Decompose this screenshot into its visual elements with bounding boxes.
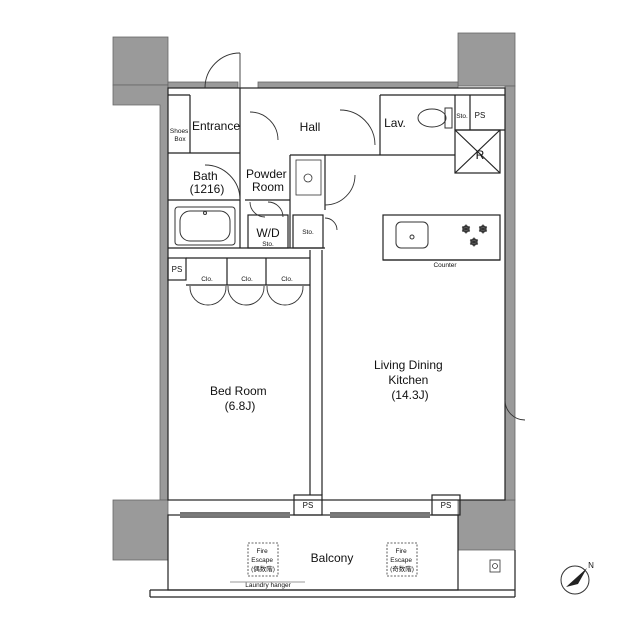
toilet [417, 107, 453, 129]
north-arrow-icon: N [560, 561, 594, 595]
label-entrance: Entrance [192, 119, 240, 133]
fire-escape-left: Fire Escape (偶数階) [247, 542, 279, 577]
label-closet-1: Clo. [201, 276, 213, 283]
label-closet-3: Clo. [281, 276, 293, 283]
label-lav: Lav. [384, 116, 406, 130]
label-hall: Hall [300, 120, 321, 134]
svg-text:Fire Escape (偶数階): Fire Escape (偶数階) [251, 548, 275, 573]
bathtub [174, 206, 236, 246]
room-labels: Entrance Hall Lav. Shoes Box Bath (1216)… [170, 111, 485, 565]
label-sto-top: Sto. [456, 113, 468, 120]
kitchen-sink [395, 221, 429, 249]
label-ps-left: PS [172, 265, 183, 274]
label-ps-bottom-right: PS [441, 501, 452, 510]
label-closet-2: Clo. [241, 276, 253, 283]
stove: ❄ ❄ ❄ [461, 224, 488, 250]
label-refrigerator: R [476, 148, 485, 162]
label-ps-top: PS [475, 111, 486, 120]
label-ps-bottom-mid: PS [303, 501, 314, 510]
label-bedroom: Bed Room (6.8J) [210, 384, 270, 413]
label-sto-hall: Sto. [302, 229, 314, 236]
label-shoes-box: Shoes Box [170, 128, 190, 143]
drain-icon [489, 559, 501, 573]
svg-text:❄: ❄ [478, 224, 487, 236]
svg-text:❄: ❄ [461, 224, 470, 236]
label-counter: Counter [433, 262, 457, 269]
svg-text:❄: ❄ [469, 237, 478, 249]
powder-sink [295, 159, 322, 196]
svg-text:Fire Escape (奇数階): Fire Escape (奇数階) [390, 548, 414, 573]
label-wd-sto: Sto. [262, 241, 274, 248]
structural-walls [112, 32, 516, 561]
fire-escape-right: Fire Escape (奇数階) [386, 542, 418, 577]
label-balcony: Balcony [311, 551, 354, 565]
label-wd: W/D [256, 226, 280, 240]
door-swings [189, 52, 526, 421]
interior-walls [149, 87, 516, 598]
svg-text:N: N [588, 561, 594, 570]
label-powder-room: Powder Room [246, 167, 290, 194]
label-bath: Bath (1216) [190, 169, 225, 196]
label-ldk: Living Dining Kitchen (14.3J) [374, 358, 446, 402]
label-laundry-hanger: Laundry hanger [245, 582, 291, 589]
